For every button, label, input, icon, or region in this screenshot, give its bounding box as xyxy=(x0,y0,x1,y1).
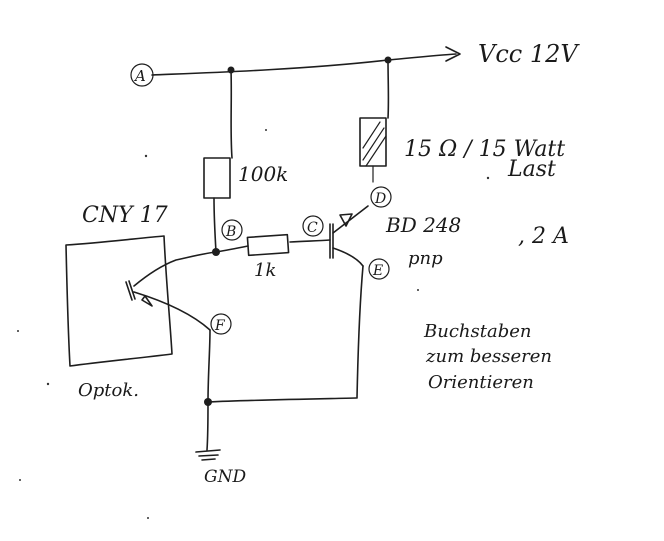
optocoupler xyxy=(65,235,217,367)
node-d-label: D xyxy=(374,191,386,207)
pnp-transistor xyxy=(329,205,369,267)
node-e-marker: E xyxy=(368,258,390,280)
node-b-marker: B xyxy=(221,219,243,241)
optocoupler-part-label: CNY 17 xyxy=(82,203,168,228)
node-b-label: B xyxy=(225,224,236,240)
transistor-type-label: pnp xyxy=(408,248,443,269)
note-line-3: Orientieren xyxy=(428,372,534,393)
ground-junction xyxy=(204,398,212,406)
optocoupler-label: Optok. xyxy=(78,380,139,401)
node-a-marker: A xyxy=(130,63,154,87)
node-c-marker: C xyxy=(302,215,324,237)
scan-speck xyxy=(17,330,19,332)
node-f-label: F xyxy=(214,318,226,334)
scan-speck xyxy=(486,176,490,180)
scan-speck xyxy=(417,289,419,291)
scan-speck xyxy=(19,479,21,481)
node-f-marker: F xyxy=(210,313,232,335)
note-line-1: Buchstaben xyxy=(423,321,531,342)
ground-label: GND xyxy=(204,467,246,487)
load-branch xyxy=(359,59,390,183)
node-e-label: E xyxy=(372,263,383,279)
base-resistor-label: 1k xyxy=(254,260,276,281)
node-d-marker: D xyxy=(370,186,392,208)
supply-rail xyxy=(151,46,461,76)
node-a-label: A xyxy=(133,67,146,85)
supply-label: Vcc 12V xyxy=(478,40,580,68)
transistor-part-label: BD 248 xyxy=(385,213,461,237)
pullup-resistor xyxy=(203,157,231,199)
scan-speck xyxy=(144,154,148,158)
note-line-2: zum besseren xyxy=(425,346,552,367)
scan-speck xyxy=(147,517,149,519)
transistor-current-label: , 2 A xyxy=(518,224,569,249)
pullup-branch xyxy=(203,69,233,253)
pullup-resistor-label: 100k xyxy=(238,162,288,186)
base-resistor xyxy=(246,233,290,257)
node-c-label: C xyxy=(307,220,318,236)
scan-speck xyxy=(46,382,50,386)
scan-speck xyxy=(265,129,267,131)
ground-branch xyxy=(195,265,364,461)
load-label: Last xyxy=(507,157,556,182)
load-power-label: 15 Ω / 15 Watt xyxy=(404,137,565,162)
